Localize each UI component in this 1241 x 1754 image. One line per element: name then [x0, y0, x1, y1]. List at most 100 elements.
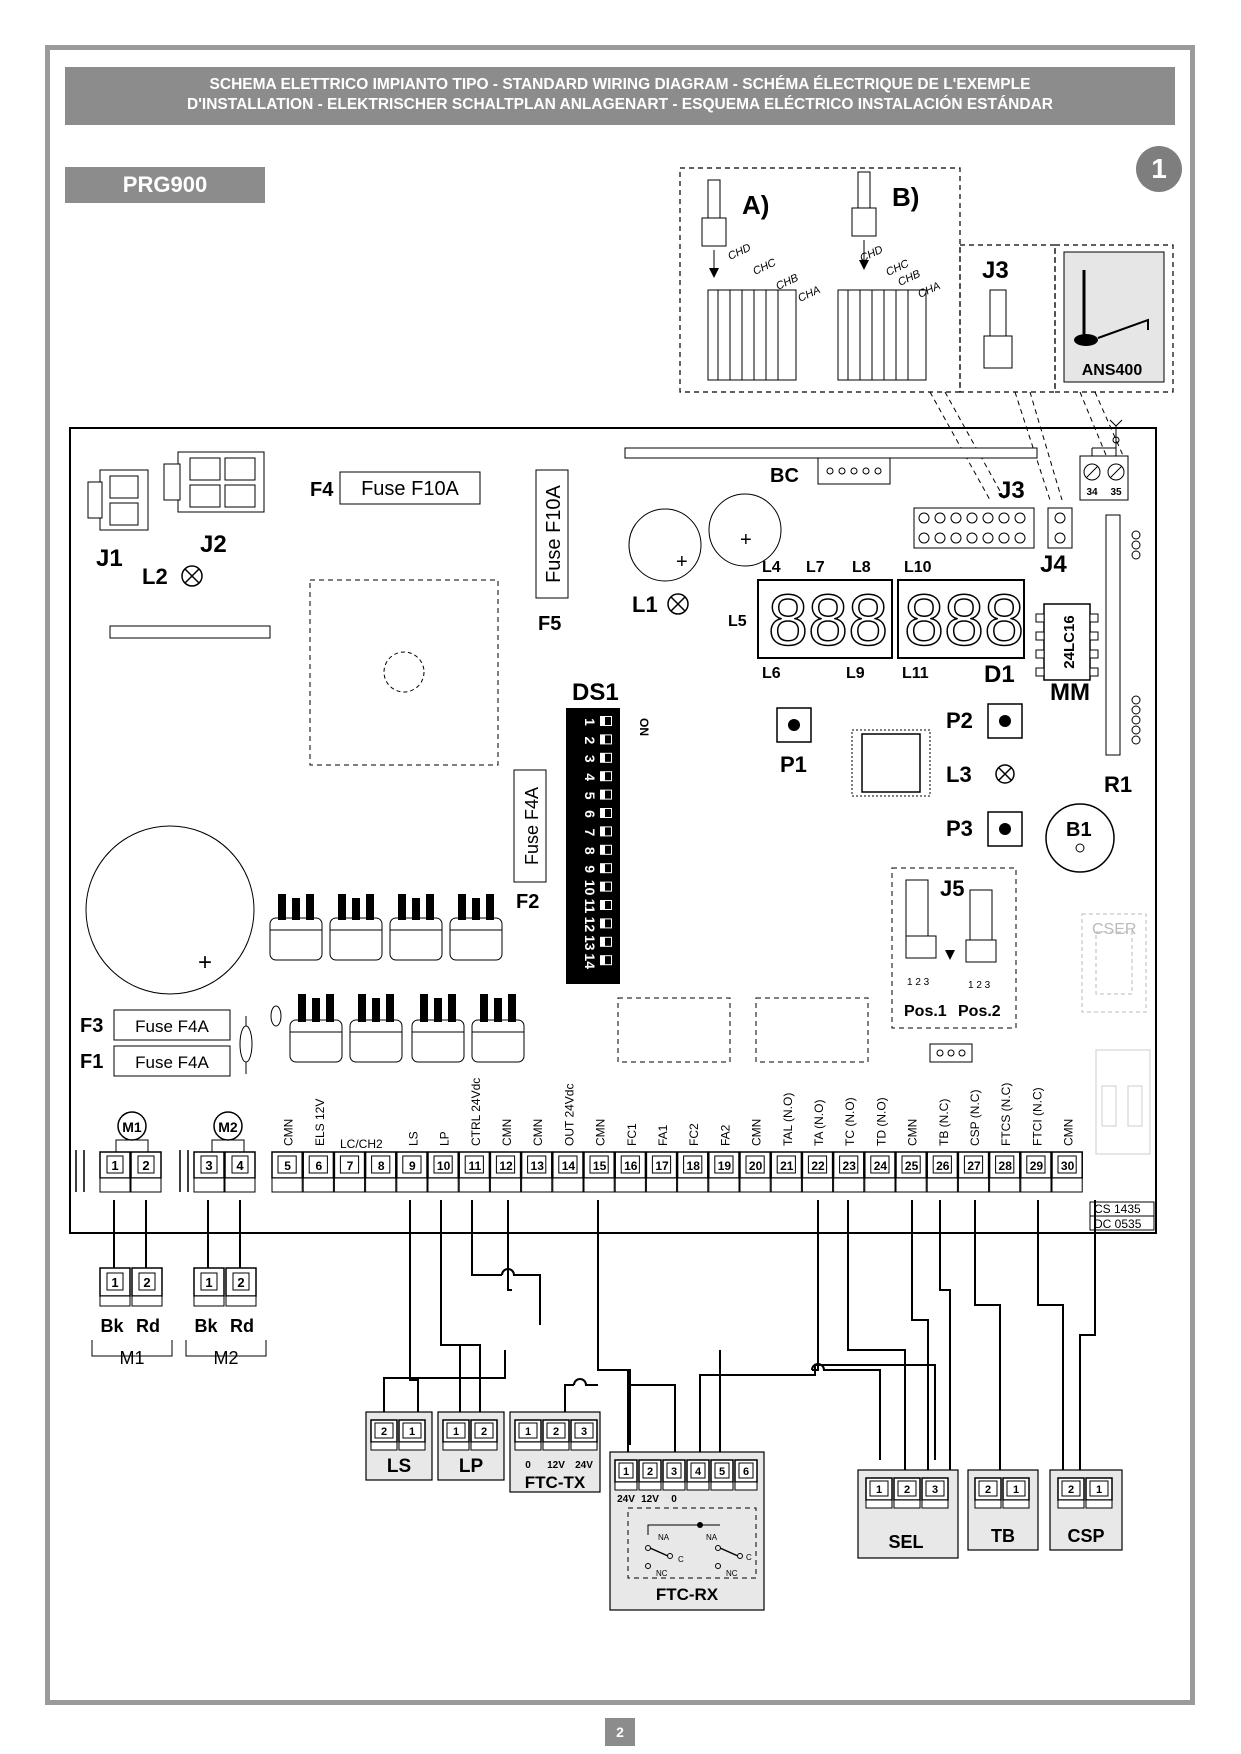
lc-ch2-label: LC/CH2 [340, 1137, 383, 1151]
pin-header-a [707, 289, 797, 381]
pin-header-b [837, 289, 927, 381]
terminal-28[interactable]: 28 [988, 1151, 1021, 1193]
model-label: PRG900 [65, 167, 265, 203]
dashed-component-1 [617, 997, 731, 1063]
terminal-15[interactable]: 15 [583, 1151, 615, 1193]
cser-connector [1081, 913, 1147, 1013]
capacitor-1 [628, 508, 702, 582]
display-right-digits: 888 [904, 581, 1024, 661]
terminal-30[interactable]: 30 [1051, 1151, 1083, 1193]
dip-switch-knob-10 [605, 882, 611, 891]
svg-text:1: 1 [1013, 1484, 1019, 1496]
terminal-20[interactable]: 20 [739, 1151, 771, 1193]
ftc-rx-pin-1: 12V [641, 1494, 659, 1505]
dip-number-11: 11 [582, 899, 598, 914]
svg-text:2: 2 [381, 1426, 387, 1438]
ds1-on-label: ON [637, 718, 651, 736]
svg-text:13: 13 [531, 1159, 545, 1173]
terminal-19[interactable]: 19 [708, 1151, 740, 1193]
terminal-label-17: FA1 [656, 1124, 670, 1146]
svg-text:5: 5 [284, 1159, 291, 1173]
terminal-14[interactable]: 14 [552, 1151, 584, 1193]
terminal-5[interactable]: 5 [271, 1151, 303, 1193]
terminal-25[interactable]: 25 [895, 1151, 927, 1193]
terminal-13[interactable]: 13 [520, 1151, 553, 1193]
relay-2 [329, 894, 383, 961]
motor-terminal-1[interactable]: 1 [99, 1151, 131, 1193]
header-line-1: SCHEMA ELETTRICO IMPIANTO TIPO - STANDAR… [209, 76, 1031, 93]
terminal-17[interactable]: 17 [645, 1151, 678, 1193]
dip-number-2: 2 [582, 737, 598, 745]
svg-text:1: 1 [111, 1275, 118, 1290]
svg-text:2: 2 [143, 1275, 150, 1290]
terminal-26[interactable]: 26 [926, 1151, 959, 1193]
terminal-7[interactable]: 7 [333, 1151, 366, 1193]
device-ftc-tx-label: FTC-TX [525, 1473, 586, 1492]
terminal-11[interactable]: 11 [458, 1151, 491, 1193]
terminal-6[interactable]: 6 [302, 1151, 335, 1193]
terminal-18[interactable]: 18 [676, 1151, 709, 1193]
terminal-10[interactable]: 10 [427, 1151, 459, 1193]
terminal-21[interactable]: 21 [770, 1151, 803, 1193]
motor-terminal-2[interactable]: 2 [130, 1151, 162, 1193]
relay-na-1: NA [658, 1533, 670, 1542]
p3-button[interactable] [987, 811, 1023, 847]
relay-na-2: NA [706, 1533, 718, 1542]
svg-text:2: 2 [237, 1275, 244, 1290]
j2-connector [163, 451, 265, 513]
terminal-16[interactable]: 16 [614, 1151, 647, 1193]
motor-terminal-4[interactable]: 4 [224, 1151, 256, 1193]
dip-number-3: 3 [582, 755, 598, 763]
dip-switch-knob-3 [605, 753, 611, 762]
svg-text:21: 21 [780, 1159, 794, 1173]
terminal-22[interactable]: 22 [801, 1151, 834, 1193]
svg-text:12: 12 [499, 1159, 513, 1173]
relay-3 [389, 894, 443, 961]
svg-text:1: 1 [623, 1466, 629, 1478]
dip-switch-knob-2 [605, 735, 611, 744]
terminal-27[interactable]: 27 [957, 1151, 990, 1193]
j5-pins-2: 1 2 3 [968, 980, 991, 991]
svg-text:2: 2 [142, 1158, 149, 1173]
dip-switch-knob-6 [605, 809, 611, 817]
wire-bk-0: Bk [100, 1316, 124, 1336]
dip-switch-knob-7 [605, 827, 611, 836]
jumper-b-icon [851, 171, 877, 270]
terminal-23[interactable]: 23 [832, 1151, 865, 1193]
device-sel-label: SEL [888, 1532, 923, 1552]
terminal-24[interactable]: 24 [864, 1151, 896, 1193]
motor-name-0: M1 [119, 1348, 144, 1368]
terminal-label-5: CMN [282, 1119, 296, 1146]
dip-switch-knob-1 [605, 717, 611, 725]
f3-label: F3 [80, 1015, 103, 1037]
svg-text:2: 2 [985, 1484, 991, 1496]
l3-label: L3 [946, 762, 972, 787]
varistor-2 [270, 1005, 282, 1027]
terminal-9[interactable]: 9 [396, 1151, 428, 1193]
relay-5 [289, 994, 343, 1063]
jumper-a-icon [701, 179, 727, 278]
relay-nc-1: NC [656, 1569, 668, 1578]
svg-text:1: 1 [1096, 1484, 1102, 1496]
p2-button[interactable] [987, 703, 1023, 739]
motor-terminal-3[interactable]: 3 [193, 1151, 225, 1193]
terminal-29[interactable]: 29 [1020, 1151, 1052, 1193]
svg-text:17: 17 [655, 1159, 669, 1173]
terminal-label-28: FTCS (N.C) [999, 1083, 1013, 1146]
chd-label-a: CHD [726, 242, 753, 263]
bc-label: BC [770, 465, 799, 487]
ftc-tx-pin-0: 0 [525, 1460, 531, 1471]
svg-text:27: 27 [967, 1159, 981, 1173]
terminal-label-22: TA (N.O) [812, 1100, 826, 1146]
p1-button[interactable] [776, 707, 812, 743]
terminal-12[interactable]: 12 [489, 1151, 522, 1193]
dip-switch-knob-5 [605, 790, 611, 799]
terminal-8[interactable]: 8 [364, 1151, 397, 1193]
terminal-label-13: CMN [531, 1119, 545, 1146]
